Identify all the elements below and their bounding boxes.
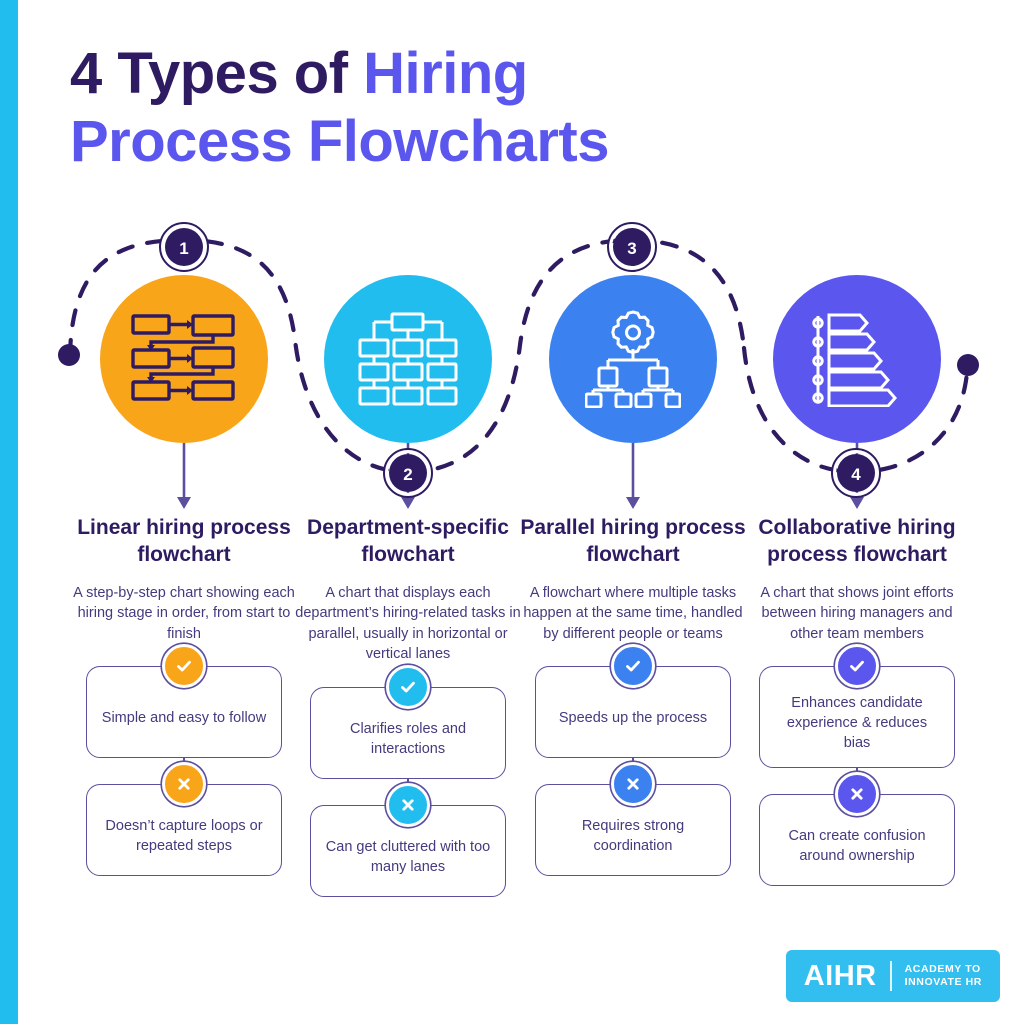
path-end-dot <box>957 354 979 376</box>
icon-circle-4 <box>773 275 941 443</box>
logo-tagline-line-2: INNOVATE HR <box>904 976 982 988</box>
pro-card-wrap-2: Clarifies roles and interactions <box>310 665 506 780</box>
path-start-dot <box>58 344 80 366</box>
column-title-4: Collaborative hiring process flowchart <box>758 516 956 566</box>
cross-icon <box>627 778 639 791</box>
cross-icon <box>851 788 863 801</box>
path-segment-1 <box>67 237 411 475</box>
page-title: 4 Types of Hiring Process Flowcharts <box>70 40 790 177</box>
pro-card-wrap-4: Enhances candidate experience & reduces … <box>759 644 955 769</box>
icon-circle-2 <box>324 275 492 443</box>
pros-cons-1: Simple and easy to follow Doesn’t captur… <box>71 644 297 877</box>
flowchart-type-column-1: Linear hiring process flowchart A step-b… <box>71 275 297 877</box>
cross-badge-3 <box>611 762 655 807</box>
con-card-wrap-3: Requires strong coordination <box>535 758 731 877</box>
con-card-wrap-4: Can create confusion around ownership <box>759 768 955 887</box>
title-line-1-accent: Hiring <box>363 41 528 106</box>
check-icon <box>626 661 640 672</box>
path-segment-2 <box>405 237 747 475</box>
con-card-3: Requires strong coordination <box>535 784 731 877</box>
title-line-1: 4 Types of Hiring <box>70 40 790 108</box>
org-chart-grid-icon <box>358 312 458 406</box>
logo-divider <box>889 961 892 991</box>
flowchart-type-column-2: Department-specific flowchart A chart th… <box>295 275 521 898</box>
icon-circle-3 <box>549 275 717 443</box>
aihr-logo: AIHR ACADEMY TO INNOVATE HR <box>785 950 1000 1002</box>
logo-tagline: ACADEMY TO INNOVATE HR <box>905 963 982 989</box>
con-card-wrap-1: Doesn’t capture loops or repeated steps <box>86 758 282 877</box>
pro-card-4: Enhances candidate experience & reduces … <box>759 666 955 769</box>
pro-card-2: Clarifies roles and interactions <box>310 687 506 780</box>
cross-badge-1 <box>162 762 206 807</box>
check-icon <box>177 661 191 672</box>
pros-cons-3: Speeds up the process Requires strong co… <box>520 644 746 877</box>
timeline-arrows-icon <box>812 313 897 407</box>
title-line-2: Process Flowcharts <box>70 109 610 175</box>
linear-flowchart-icon <box>131 314 235 401</box>
icon-circle-1 <box>100 275 268 443</box>
check-badge-1 <box>162 644 206 689</box>
check-icon <box>850 661 864 672</box>
column-description-2: A chart that displays each department’s … <box>295 584 521 663</box>
column-description-3: A flowchart where multiple tasks happen … <box>523 584 743 642</box>
connector-1 <box>71 443 297 513</box>
gear-tree-icon <box>585 310 681 408</box>
cross-icon <box>402 799 414 811</box>
flowchart-type-column-3: Parallel hiring process flowchart A flow… <box>520 275 746 877</box>
pros-cons-4: Enhances candidate experience & reduces … <box>744 644 970 887</box>
pro-card-wrap-3: Speeds up the process <box>535 644 731 759</box>
title-line-1-dark: 4 Types of <box>70 41 364 106</box>
cross-badge-2 <box>386 783 430 828</box>
column-title-2: Department-specific flowchart <box>307 516 509 566</box>
check-icon <box>401 681 415 693</box>
connector-3 <box>520 443 746 513</box>
left-accent-bar <box>0 0 18 1024</box>
con-card-wrap-2: Can get cluttered with too many lanes <box>310 779 506 898</box>
column-description-4: A chart that shows joint efforts between… <box>760 584 954 642</box>
connector-2 <box>295 443 521 513</box>
flowchart-type-column-4: Collaborative hiring process flowchart A… <box>744 275 970 887</box>
logo-tagline-line-1: ACADEMY TO <box>904 962 981 975</box>
check-badge-2 <box>386 665 430 710</box>
logo-wordmark: AIHR <box>803 959 877 992</box>
pros-cons-2: Clarifies roles and interactions Can get… <box>295 665 521 898</box>
pro-card-wrap-1: Simple and easy to follow <box>86 644 282 759</box>
cross-icon <box>178 778 190 791</box>
check-badge-4 <box>835 644 879 689</box>
column-title-3: Parallel hiring process flowchart <box>520 516 746 566</box>
column-description-1: A step-by-step chart showing each hiring… <box>73 584 295 642</box>
check-badge-3 <box>611 644 655 689</box>
connector-4 <box>744 443 970 513</box>
column-title-1: Linear hiring process flowchart <box>77 516 291 566</box>
cross-badge-4 <box>835 772 879 817</box>
